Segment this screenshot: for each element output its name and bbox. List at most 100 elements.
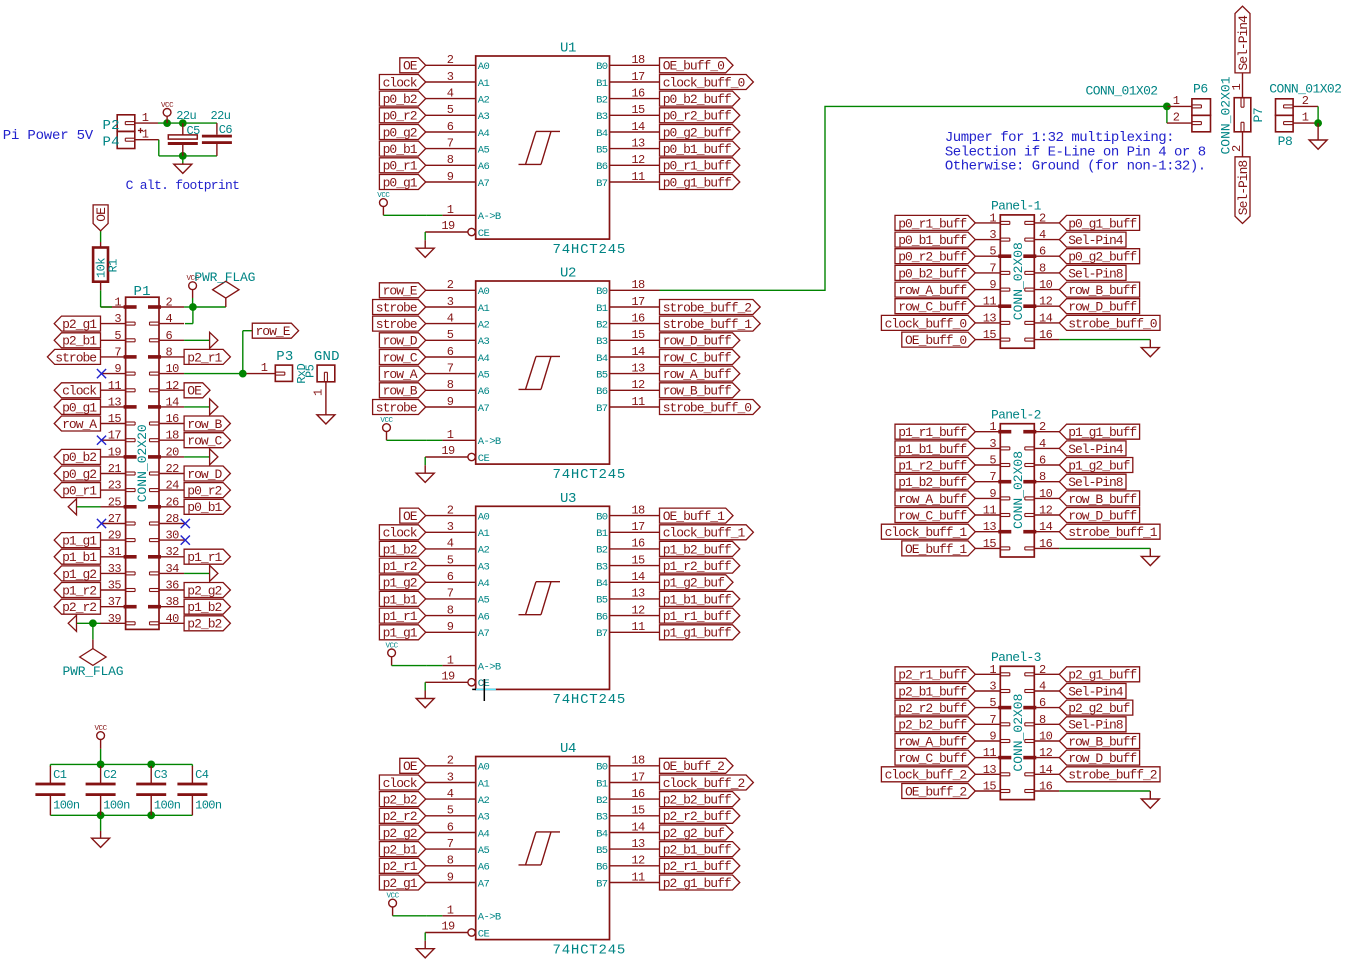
svg-text:10: 10: [166, 362, 180, 376]
svg-text:A->B: A->B: [478, 912, 501, 924]
svg-text:11: 11: [983, 746, 997, 760]
svg-text:14: 14: [1039, 311, 1053, 325]
svg-text:7: 7: [447, 837, 454, 851]
svg-text:strobe_buff_2: strobe_buff_2: [1068, 768, 1157, 783]
svg-text:4: 4: [1039, 680, 1046, 694]
svg-text:OE: OE: [187, 384, 202, 399]
svg-text:A3: A3: [478, 111, 490, 123]
svg-text:5: 5: [447, 103, 454, 117]
svg-text:15: 15: [983, 537, 997, 551]
svg-text:26: 26: [166, 495, 180, 509]
svg-text:6: 6: [1039, 245, 1046, 259]
svg-text:B0: B0: [596, 762, 608, 774]
svg-text:OE_buff_2: OE_buff_2: [663, 759, 724, 774]
svg-text:5: 5: [447, 553, 454, 567]
svg-text:clock: clock: [62, 384, 97, 399]
svg-text:4: 4: [447, 787, 454, 801]
svg-text:9: 9: [989, 487, 996, 501]
svg-text:p0_b2_buff: p0_b2_buff: [898, 266, 966, 281]
svg-text:B5: B5: [596, 144, 608, 156]
svg-text:p1_r1: p1_r1: [383, 609, 418, 624]
svg-text:A3: A3: [478, 561, 490, 573]
svg-text:9: 9: [989, 730, 996, 744]
svg-text:Sel-Pin4: Sel-Pin4: [1068, 684, 1124, 699]
svg-text:p1_b2_buff: p1_b2_buff: [898, 475, 966, 490]
svg-text:A4: A4: [478, 128, 490, 140]
svg-text:19: 19: [441, 444, 455, 458]
svg-text:18: 18: [631, 754, 645, 768]
svg-text:7: 7: [447, 136, 454, 150]
svg-text:5: 5: [989, 245, 996, 259]
svg-text:VCC: VCC: [385, 642, 398, 650]
svg-text:B2: B2: [596, 319, 608, 331]
svg-text:B1: B1: [596, 778, 608, 790]
svg-text:9: 9: [447, 870, 454, 884]
svg-text:14: 14: [631, 345, 645, 359]
svg-text:19: 19: [441, 920, 455, 934]
svg-text:3: 3: [989, 228, 996, 242]
svg-text:16: 16: [631, 86, 645, 100]
svg-text:row_C: row_C: [187, 434, 222, 449]
svg-text:10: 10: [1039, 487, 1053, 501]
svg-text:P8: P8: [1278, 134, 1293, 149]
svg-text:6: 6: [447, 820, 454, 834]
svg-text:8: 8: [1039, 470, 1046, 484]
svg-text:5: 5: [447, 328, 454, 342]
svg-text:p1_r1_buff: p1_r1_buff: [898, 425, 966, 440]
svg-text:VCC: VCC: [94, 725, 107, 733]
svg-text:B3: B3: [596, 336, 608, 348]
svg-text:p1_b1_buff: p1_b1_buff: [663, 592, 731, 607]
svg-text:38: 38: [166, 595, 180, 609]
svg-text:p0_g2_buff: p0_g2_buff: [663, 125, 731, 140]
svg-text:row_B_buff: row_B_buff: [663, 384, 731, 399]
svg-text:p1_g1: p1_g1: [383, 626, 418, 641]
svg-text:p2_g2: p2_g2: [383, 826, 417, 841]
svg-text:3: 3: [989, 680, 996, 694]
svg-text:15: 15: [983, 780, 997, 794]
svg-text:row_C_buff: row_C_buff: [898, 300, 966, 315]
svg-text:12: 12: [1039, 746, 1053, 760]
svg-text:CE: CE: [478, 453, 490, 465]
svg-text:10: 10: [1039, 278, 1053, 292]
svg-text:11: 11: [631, 170, 645, 184]
svg-text:4: 4: [447, 537, 454, 551]
svg-text:P7: P7: [1251, 108, 1266, 123]
svg-text:19: 19: [108, 445, 122, 459]
svg-text:p2_r2: p2_r2: [383, 809, 417, 824]
svg-text:p2_b2: p2_b2: [187, 617, 221, 632]
svg-text:A3: A3: [478, 812, 490, 824]
svg-text:1: 1: [1173, 94, 1180, 108]
svg-text:p2_g2_buf: p2_g2_buf: [663, 826, 724, 841]
svg-text:37: 37: [108, 595, 122, 609]
svg-text:P4: P4: [103, 135, 120, 151]
svg-text:1: 1: [312, 389, 326, 396]
svg-text:p0_g2: p0_g2: [383, 125, 417, 140]
svg-text:19: 19: [441, 669, 455, 683]
svg-text:CONN_02X01: CONN_02X01: [1218, 76, 1233, 154]
svg-text:p0_g1: p0_g1: [62, 400, 97, 415]
svg-text:OE_buff_0: OE_buff_0: [905, 333, 966, 348]
svg-text:OE_buff_1: OE_buff_1: [905, 542, 967, 557]
svg-text:B0: B0: [596, 286, 608, 298]
svg-text:3: 3: [447, 70, 454, 84]
svg-text:22: 22: [166, 462, 180, 476]
svg-text:strobe: strobe: [376, 400, 417, 415]
svg-text:p0_b1_buff: p0_b1_buff: [663, 142, 731, 157]
svg-text:19: 19: [441, 219, 455, 233]
svg-text:A2: A2: [478, 795, 490, 807]
svg-text:100n: 100n: [103, 799, 130, 813]
svg-text:strobe_buff_0: strobe_buff_0: [663, 400, 752, 415]
svg-text:C2: C2: [103, 768, 117, 782]
svg-text:9: 9: [114, 362, 121, 376]
svg-text:p2_r1_buff: p2_r1_buff: [898, 668, 966, 683]
svg-text:2: 2: [1173, 111, 1180, 125]
svg-text:p0_r2: p0_r2: [383, 109, 417, 124]
svg-text:A5: A5: [478, 845, 490, 857]
svg-text:A->B: A->B: [478, 436, 501, 448]
svg-text:1: 1: [447, 904, 454, 918]
svg-text:VCC: VCC: [380, 417, 393, 425]
svg-text:2: 2: [1039, 420, 1046, 434]
svg-text:9: 9: [447, 620, 454, 634]
svg-text:row_D_buff: row_D_buff: [663, 334, 731, 349]
svg-text:24: 24: [166, 479, 180, 493]
